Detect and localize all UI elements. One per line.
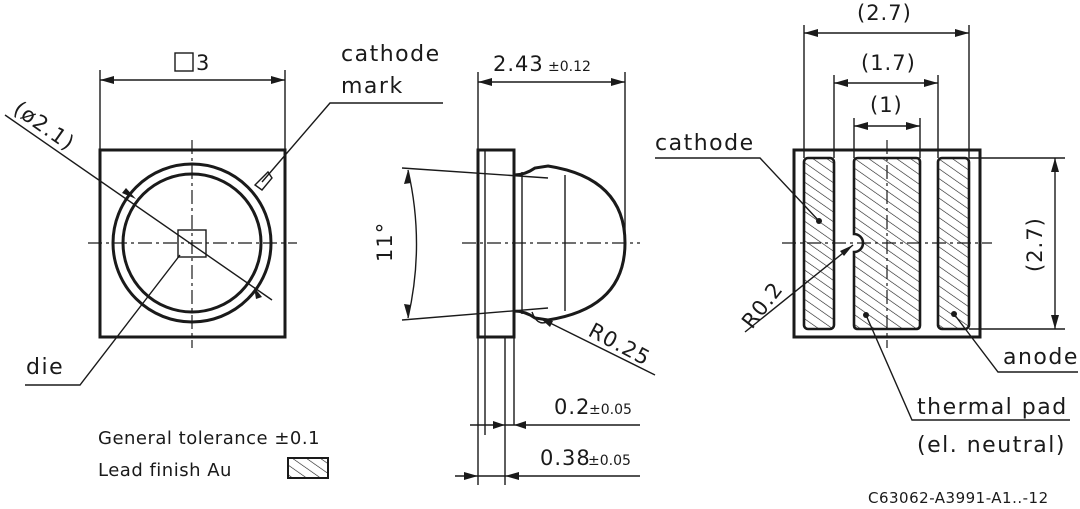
width-tolerance: ±0.12 (548, 59, 591, 75)
die-leader (25, 254, 181, 386)
r02-leader (744, 244, 854, 333)
size-arrow-right (271, 76, 285, 84)
anode-leader (953, 313, 1078, 373)
lead-arrow-2 (514, 421, 526, 429)
side-view: 2.43 ±0.12 11° R0.25 0.2 ±0.05 0.38 ±0.0… (373, 52, 656, 485)
dim-middle-label: (1.7) (861, 51, 916, 75)
dim-height-label: (2.7) (1023, 217, 1047, 272)
angle-ray-top (401, 167, 549, 179)
lead-tolerance: ±0.05 (589, 402, 632, 418)
base-arrow-1 (464, 472, 478, 480)
angle-arrow-bottom (404, 304, 411, 318)
lead-value: 0.2 (554, 395, 590, 419)
cathode-mark-notch (253, 170, 273, 191)
cathode-mark-leader (261, 102, 443, 183)
dim-height-arrow-b (1051, 315, 1059, 329)
tolerance-note: General tolerance ±0.1 (98, 428, 320, 449)
cathode-dot (816, 218, 822, 224)
cathode-leader (655, 157, 820, 222)
base-tolerance: ±0.05 (588, 453, 631, 469)
thermal-leader (865, 314, 1070, 421)
angle-label: 11° (373, 222, 397, 262)
thermal-label-2: (el. neutral) (917, 433, 1066, 458)
lead-arrow-1 (493, 421, 505, 429)
angle-ray-bottom (401, 307, 549, 321)
bottom-view: (2.7) (1.7) (1) (2.7) R0.2 cathode anode (655, 1, 1079, 458)
anode-label: anode (1003, 345, 1079, 370)
cathode-label: cathode (655, 131, 755, 156)
r02-label: R0.2 (737, 277, 788, 333)
lead-finish-swatch (287, 457, 329, 479)
notes: General tolerance ±0.1 Lead finish Au C6… (98, 428, 1049, 507)
base-value: 0.38 (540, 446, 591, 470)
dim-outer-label: (2.7) (857, 1, 912, 25)
width-arrow-right (611, 78, 625, 86)
thermal-dot (863, 312, 869, 318)
die-label: die (26, 355, 64, 380)
angle-arc (407, 169, 418, 319)
cathode-mark-label-1: cathode (341, 42, 441, 67)
width-value: 2.43 (493, 52, 544, 76)
r02-arrow (840, 245, 853, 256)
dim-middle-arrow-l (834, 79, 848, 87)
cathode-mark-label-2: mark (341, 74, 404, 99)
top-view: (ø2.1) 3 cathode mark die (4, 42, 443, 386)
base-arrow-2 (505, 472, 519, 480)
diameter-leader (4, 114, 273, 301)
dim-inner-label: (1) (870, 93, 903, 117)
size-label: 3 (196, 51, 210, 75)
diameter-arrow-2 (254, 287, 262, 299)
dim-inner-arrow-r (906, 122, 920, 130)
square-symbol (174, 52, 194, 72)
dim-middle-arrow-r (924, 79, 938, 87)
thermal-label-1: thermal pad (917, 395, 1068, 420)
drawing-code: C63062-A3991-A1..-12 (868, 489, 1049, 507)
width-arrow-left (478, 78, 492, 86)
anode-dot (951, 311, 957, 317)
radius-arrow (540, 318, 553, 327)
lead-finish-note: Lead finish Au (98, 460, 232, 481)
dim-outer-arrow-r (955, 29, 969, 37)
dim-outer-arrow-l (804, 29, 818, 37)
diameter-arrow-1 (122, 188, 136, 199)
size-arrow-left (100, 76, 114, 84)
radius-leader (539, 317, 656, 376)
radius-label: R0.25 (585, 318, 655, 370)
dim-inner-arrow-l (854, 122, 868, 130)
dim-height-arrow-t (1051, 158, 1059, 172)
angle-arrow-top (404, 170, 411, 184)
